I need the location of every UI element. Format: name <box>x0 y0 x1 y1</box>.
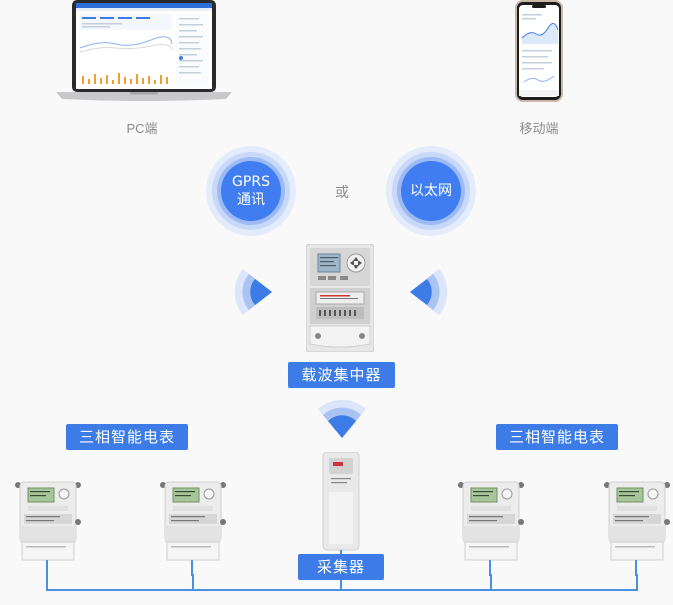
concentrator-device <box>305 243 375 353</box>
meter-right-label: 三相智能电表 <box>496 424 618 450</box>
pc-caption: PC端 <box>126 121 158 136</box>
laptop-illustration <box>56 0 232 102</box>
collector-device <box>321 451 361 560</box>
ethernet-label: 以太网 <box>410 183 452 199</box>
signal-left-icon <box>408 265 448 319</box>
meter-left-label: 三相智能电表 <box>66 424 188 450</box>
smart-meter-4 <box>603 480 671 576</box>
phone-illustration <box>514 0 564 102</box>
signal-down-icon <box>314 399 370 440</box>
mobile-caption: 移动端 <box>519 121 559 136</box>
smart-meter-3 <box>457 480 525 576</box>
ethernet-circle: 以太网 <box>401 161 461 221</box>
concentrator-label: 载波集中器 <box>288 362 395 388</box>
collector-label: 采集器 <box>298 554 384 580</box>
smart-meter-2 <box>159 480 227 576</box>
or-label: 或 <box>335 185 349 201</box>
gprs-circle: GPRS 通讯 <box>221 161 281 221</box>
gprs-label: GPRS 通讯 <box>232 174 270 208</box>
signal-right-icon <box>234 265 274 319</box>
smart-meter-1 <box>14 480 82 576</box>
